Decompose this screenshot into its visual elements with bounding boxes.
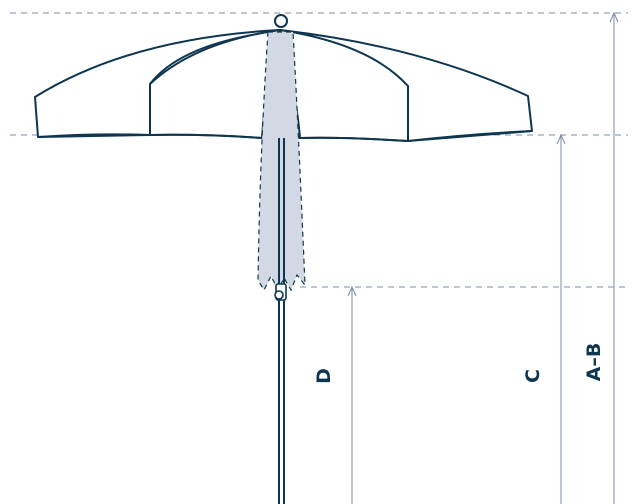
dimension-arrow-d xyxy=(347,285,357,297)
open-canopy xyxy=(34,29,533,142)
canopy-right-panel xyxy=(279,29,533,142)
dimension-arrow-c xyxy=(556,133,566,145)
dimension-label-ab: A–B xyxy=(583,343,605,382)
top-finial xyxy=(274,14,288,28)
pole-hub xyxy=(274,283,287,301)
dimension-label-d: D xyxy=(313,368,335,384)
dimension-label-c: C xyxy=(522,369,544,383)
pole xyxy=(278,138,285,504)
pole-joint xyxy=(274,290,284,300)
folded-canopy xyxy=(257,31,306,292)
dimension-lines xyxy=(347,11,619,504)
canopy-lower-edge xyxy=(37,130,533,142)
dimension-arrow-ab xyxy=(609,11,619,23)
